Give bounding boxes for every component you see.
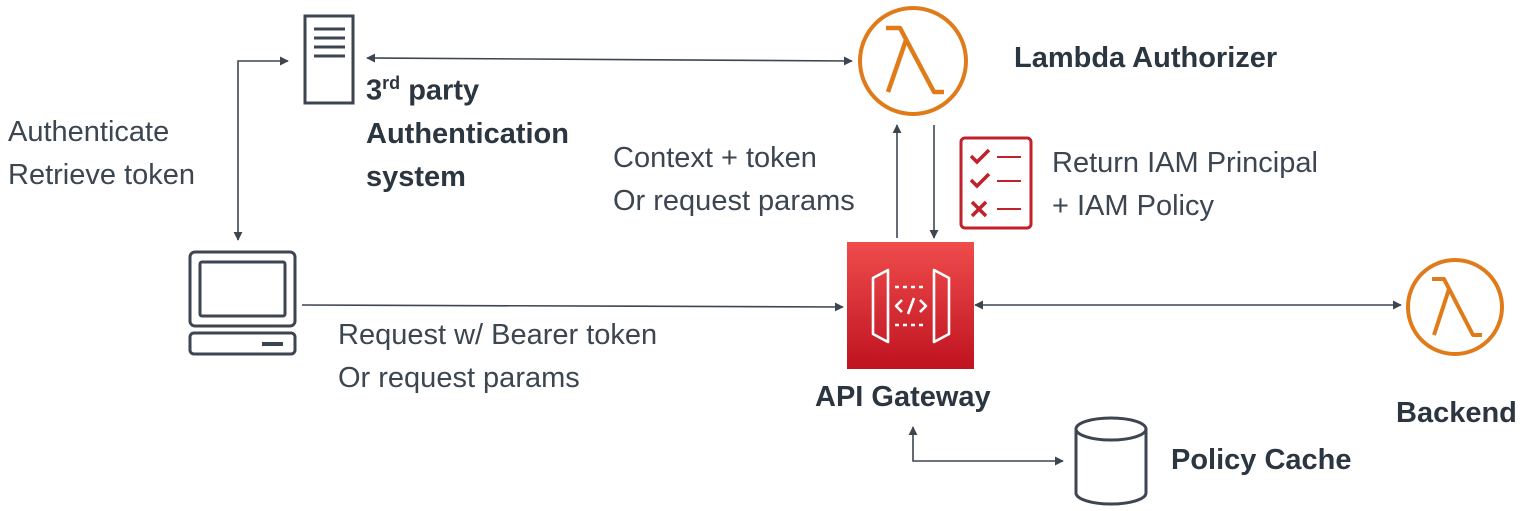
context-token-label-line2: Or request params xyxy=(613,185,855,217)
return-iam-label: Return IAM Principal + IAM Policy xyxy=(1052,142,1318,228)
auth-system-label-line3: system xyxy=(366,160,466,193)
request-label-line1: Request w/ Bearer token xyxy=(338,319,658,351)
context-token-label: Context + token Or request params xyxy=(613,137,855,223)
request-label: Request w/ Bearer token Or request param… xyxy=(338,314,657,400)
server-icon xyxy=(303,14,355,105)
arrow-client-auth xyxy=(233,56,289,241)
computer-icon xyxy=(188,250,297,356)
auth-system-label-line2: Authentication xyxy=(366,117,569,150)
lambda-authorizer-label: Lambda Authorizer xyxy=(1014,42,1278,74)
backend-label: Backend xyxy=(1396,397,1517,429)
database-icon xyxy=(1074,416,1148,506)
lambda-icon xyxy=(858,6,968,116)
checklist-icon xyxy=(959,136,1033,230)
arrow-gateway-cache xyxy=(908,426,1064,466)
api-gateway-label: API Gateway xyxy=(815,381,991,413)
auth-system-label: 3rd party Authentication system xyxy=(366,62,569,199)
return-iam-label-line2: + IAM Policy xyxy=(1052,190,1214,222)
request-label-line2: Or request params xyxy=(338,362,580,394)
context-token-label-line1: Context + token xyxy=(613,142,817,174)
arrow-client-to-gateway xyxy=(301,302,844,312)
return-iam-label-line1: Return IAM Principal xyxy=(1052,147,1318,179)
policy-cache-label: Policy Cache xyxy=(1171,444,1352,476)
authenticate-label-line2: Retrieve token xyxy=(8,159,195,191)
authenticate-label-line1: Authenticate xyxy=(8,116,170,148)
arrow-auth-to-authorizer xyxy=(366,53,853,66)
authenticate-label: Authenticate Retrieve token xyxy=(8,111,195,197)
auth-system-label-line1: 3rd party xyxy=(366,73,480,107)
backend-lambda-icon xyxy=(1406,258,1504,356)
api-gateway-icon xyxy=(847,242,974,369)
